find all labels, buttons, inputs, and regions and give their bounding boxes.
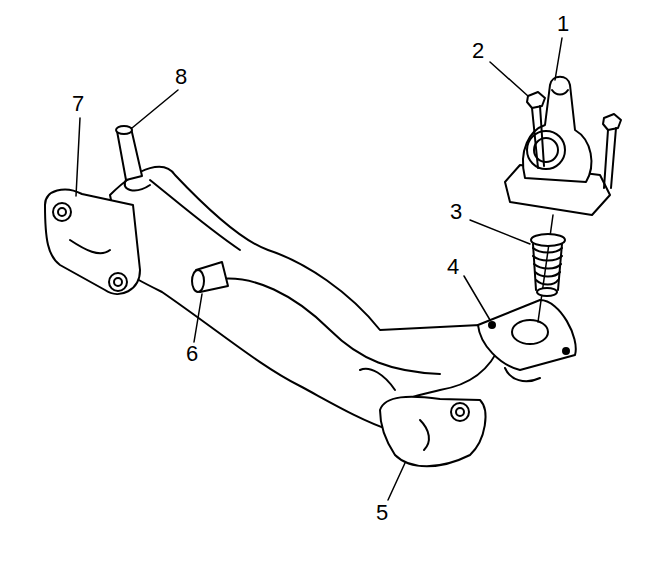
- bolt: [603, 114, 621, 130]
- thermostat-flange: [531, 234, 565, 246]
- thermostat-spring: [533, 248, 562, 285]
- callout-number: 4: [446, 256, 460, 278]
- bolt-hole: [489, 322, 495, 328]
- bolt-hole: [563, 348, 569, 354]
- pipe-contour: [150, 180, 240, 250]
- flange-contour: [420, 420, 429, 450]
- thermostat-body: [533, 244, 562, 290]
- thermostat-seat: [478, 300, 576, 370]
- housing-outlet: [527, 131, 565, 169]
- leader-line: [76, 118, 80, 196]
- bolt-hole: [53, 203, 71, 221]
- bolt-shank: [604, 128, 616, 188]
- callout-number: 3: [449, 201, 463, 223]
- bolt: [527, 92, 545, 108]
- bolt-hole: [109, 273, 127, 291]
- callout-number: 6: [185, 343, 199, 365]
- stub-pipe: [117, 128, 142, 180]
- bolt-shank: [532, 106, 544, 168]
- callout-number: 1: [556, 13, 570, 35]
- leader-line: [194, 294, 202, 342]
- pipe-contour: [360, 369, 395, 390]
- callout-number: 7: [71, 93, 85, 115]
- leader-line: [464, 276, 490, 320]
- left-flange: [45, 190, 140, 294]
- flange-contour: [70, 240, 110, 253]
- right-flange: [380, 397, 485, 467]
- crossover-pipe: [110, 167, 500, 430]
- bolt-hole: [58, 208, 66, 216]
- seat-opening: [512, 320, 548, 344]
- pipe-contour: [125, 180, 150, 190]
- callout-number: 8: [174, 66, 188, 88]
- callout-number: 5: [375, 502, 389, 524]
- leader-lines: [76, 38, 562, 500]
- leader-line: [470, 220, 530, 244]
- leader-line: [388, 463, 405, 500]
- housing-body: [523, 77, 591, 182]
- bolt-hole: [456, 408, 464, 416]
- stub-pipe-end: [116, 126, 132, 134]
- leader-line: [132, 90, 178, 128]
- stub-pipe-end: [192, 270, 204, 292]
- thermostat-valve: [537, 288, 557, 296]
- bolt-hole: [114, 278, 122, 286]
- pipe-contour: [205, 279, 440, 374]
- callout-number: 2: [471, 40, 485, 62]
- leader-line: [555, 38, 562, 80]
- seat-contour: [505, 368, 540, 381]
- housing-contour: [552, 90, 568, 95]
- bolt-hole: [451, 403, 469, 421]
- leader-line: [490, 62, 528, 96]
